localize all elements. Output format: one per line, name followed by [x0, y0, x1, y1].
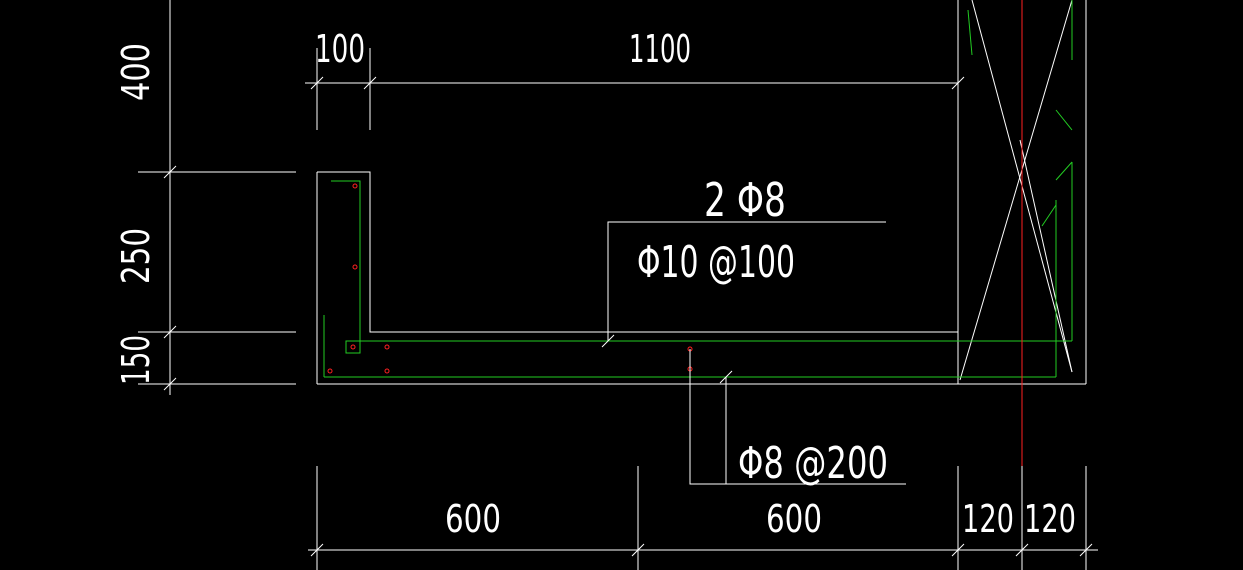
dim-top-left: 100: [315, 27, 365, 71]
rebar-lines: [323, 0, 1073, 378]
concrete-outline: [316, 0, 1087, 385]
dim-bottom-2: 600: [766, 497, 822, 541]
bottom-dimension: [308, 466, 1098, 570]
dim-left-top: 400: [114, 43, 158, 101]
label-top-bars: 2 Φ8: [704, 173, 786, 227]
leader-lines: [601, 221, 906, 485]
dim-left-bottom: 150: [114, 335, 158, 385]
label-stirrups: Φ10 @100: [637, 237, 795, 288]
dim-bottom-4: 120: [1024, 497, 1076, 541]
dim-left-mid: 250: [114, 228, 158, 284]
dim-bottom-1: 600: [445, 497, 501, 541]
left-dimension: [138, 0, 296, 395]
top-dimension: [305, 48, 965, 130]
label-bottom-bars: Φ8 @200: [738, 438, 888, 489]
dim-bottom-3: 120: [962, 497, 1014, 541]
dim-top-main: 1100: [629, 27, 691, 71]
